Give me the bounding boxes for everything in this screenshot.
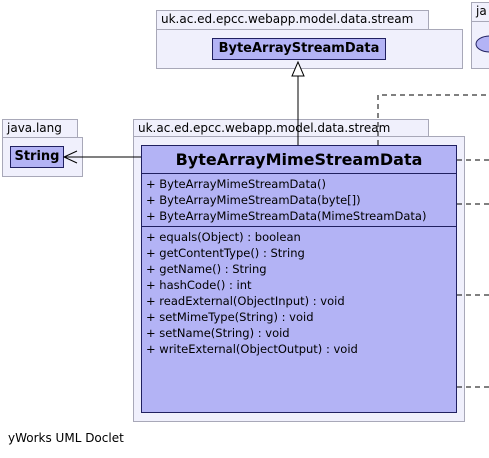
package-tab-main: uk.ac.ed.epcc.webapp.model.data.stream <box>133 119 429 136</box>
association-arrowhead <box>62 150 78 164</box>
partial-class-shape <box>475 35 489 53</box>
constructor-list: + ByteArrayMimeStreamData() + ByteArrayM… <box>142 174 456 227</box>
constructor-item: + ByteArrayMimeStreamData(MimeStreamData… <box>146 209 427 223</box>
constructor-item: + ByteArrayMimeStreamData() <box>146 177 326 191</box>
method-item: + equals(Object) : boolean <box>146 230 301 244</box>
class-bytearraymimestreamdata[interactable]: ByteArrayMimeStreamData + ByteArrayMimeS… <box>141 145 457 413</box>
method-item: + hashCode() : int <box>146 278 252 292</box>
method-item: + getContentType() : String <box>146 246 305 260</box>
method-item: + writeExternal(ObjectOutput) : void <box>146 342 358 356</box>
package-tab-java-lang: java.lang <box>2 119 78 137</box>
package-tab-top: uk.ac.ed.epcc.webapp.model.data.stream <box>156 10 429 29</box>
method-list: + equals(Object) : boolean + getContentT… <box>142 227 456 359</box>
method-item: + setMimeType(String) : void <box>146 310 314 324</box>
class-bytearraystreamdata[interactable]: ByteArrayStreamData <box>212 38 386 60</box>
class-title: ByteArrayMimeStreamData <box>142 146 456 174</box>
class-string[interactable]: String <box>10 146 64 168</box>
method-item: + readExternal(ObjectInput) : void <box>146 294 345 308</box>
generator-credit: yWorks UML Doclet <box>8 431 124 445</box>
generalization-arrowhead <box>291 60 305 77</box>
method-item: + getName() : String <box>146 262 267 276</box>
method-item: + setName(String) : void <box>146 326 290 340</box>
package-tab-right: ja <box>471 2 489 21</box>
dependency-edge <box>377 94 489 145</box>
constructor-item: + ByteArrayMimeStreamData(byte[]) <box>146 193 361 207</box>
